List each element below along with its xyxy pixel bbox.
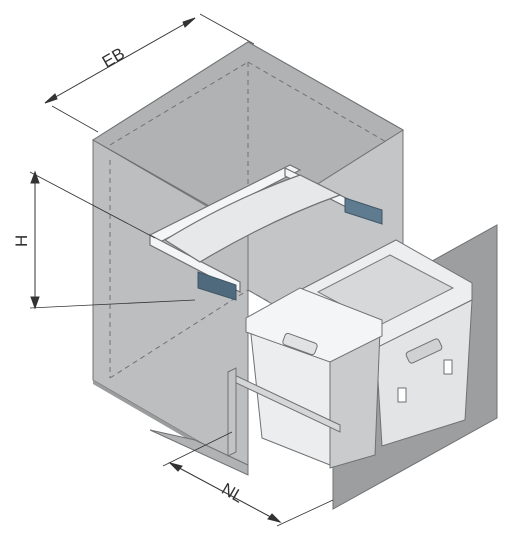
dimension-h [29, 170, 196, 310]
cabinet-base [149, 429, 249, 476]
bin-large-handle [405, 338, 443, 364]
bin-small-lid [245, 287, 383, 363]
left-runner [149, 234, 241, 293]
label-eb: EB [99, 44, 128, 72]
bin-large-clip-left [397, 387, 407, 403]
dimension-nl [162, 431, 334, 527]
cabinet [92, 41, 404, 476]
drawer-frame [148, 164, 361, 293]
bin-small-handle [282, 332, 318, 356]
bin-large-clip-right [443, 359, 453, 375]
runner-bracket-left [197, 271, 237, 301]
bin-large-front [375, 299, 473, 447]
label-h: H [12, 235, 31, 247]
frame-curve [163, 174, 342, 263]
bin-small [245, 287, 383, 469]
dimension-eb [44, 13, 255, 133]
runner-bracket-right [344, 197, 383, 225]
label-nl: NL [218, 479, 246, 506]
drawer-tray-side [227, 367, 237, 457]
